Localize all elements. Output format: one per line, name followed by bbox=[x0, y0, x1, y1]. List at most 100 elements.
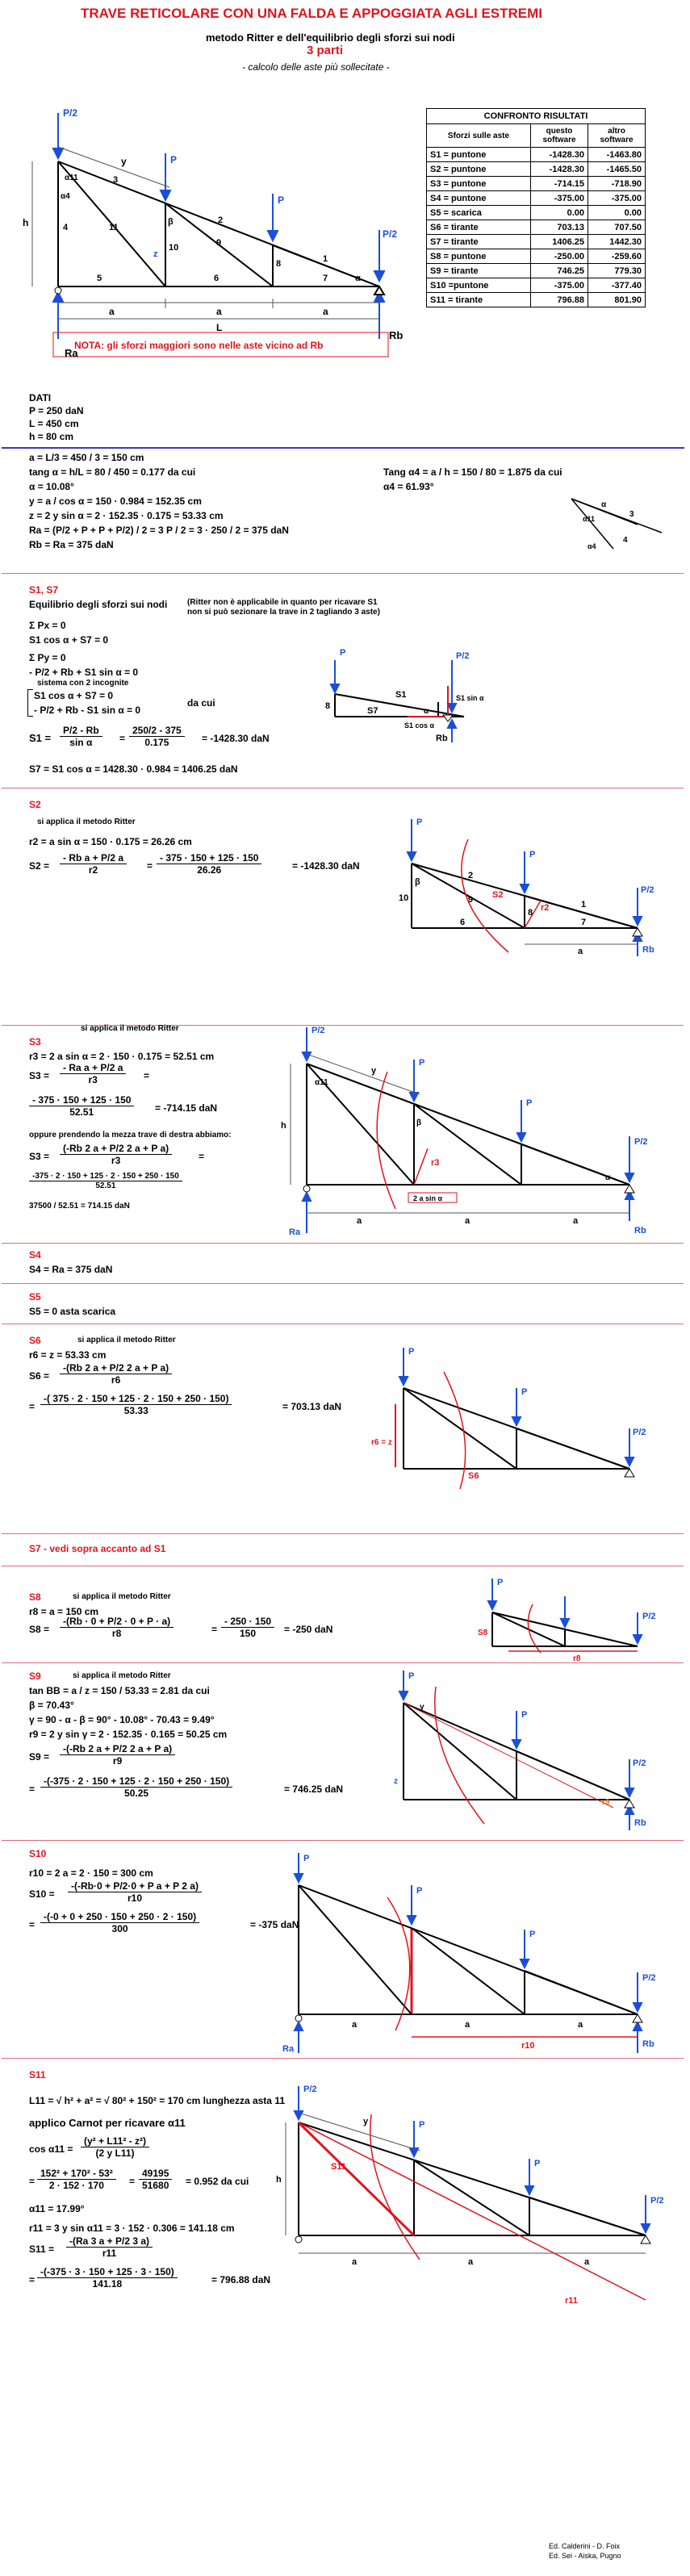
main-beta: β bbox=[168, 217, 174, 227]
geom-line-rb: Rb = Ra = 375 daN bbox=[29, 539, 114, 550]
s11-cos-eq: = bbox=[29, 2176, 36, 2187]
s10d-a-3: a bbox=[578, 2020, 583, 2030]
s11-diagram: P/2 P P P/2 S11 r11 y h a a a bbox=[276, 2085, 664, 2306]
s10-eq: = bbox=[29, 1919, 36, 1930]
s3d-alpha11: α11 bbox=[315, 1078, 328, 1087]
main-p2-left: P/2 bbox=[63, 107, 77, 119]
s1-sys1: S1 cos α + S7 = 0 bbox=[34, 690, 114, 701]
s3d-p-2: P bbox=[526, 1098, 532, 1108]
s6b-den: 53.33 bbox=[123, 1405, 148, 1416]
s11-cos2-den: 2 · 152 · 170 bbox=[48, 2180, 104, 2191]
geom-line-tang: tang α = h/L = 80 / 450 = 0.177 da cui bbox=[29, 466, 196, 478]
dati-h: h = 80 cm bbox=[29, 431, 74, 442]
s11-cos2-num: 152² + 170² - 53² bbox=[37, 2168, 116, 2180]
main-alpha11: α11 bbox=[65, 174, 78, 182]
comparison-row: S10 =puntone-375.00-377.40 bbox=[426, 278, 646, 293]
geom-tang-a4: Tang α4 = a / h = 150 / 80 = 1.875 da cu… bbox=[383, 466, 562, 478]
s10-lhs: S10 = bbox=[29, 1888, 55, 1900]
s1-intro: Equilibrio degli sforzi sui nodi bbox=[29, 599, 168, 610]
s9d-p-left: P bbox=[408, 1671, 414, 1681]
comparison-title: CONFRONTO RISULTATI bbox=[426, 108, 646, 124]
comparison-label: S9 = tirante bbox=[426, 263, 531, 278]
page-title: TRAVE RETICOLARE CON UNA FALDA E APPOGGI… bbox=[81, 6, 543, 21]
comparison-row: S2 = puntone-1428.30-1465.50 bbox=[426, 161, 646, 177]
s3c-num: -375 · 2 · 150 + 125 · 2 · 150 + 250 · 1… bbox=[29, 1172, 182, 1181]
s3d-p2-left: P/2 bbox=[312, 1026, 325, 1035]
s4-line: S4 = Ra = 375 daN bbox=[29, 1264, 113, 1275]
s3d-p2-right: P/2 bbox=[634, 1137, 648, 1147]
s6-lhs: S6 = bbox=[29, 1370, 50, 1382]
comparison-row: S3 = puntone-714.15-718.90 bbox=[426, 176, 646, 191]
member-10: 10 bbox=[169, 243, 178, 253]
s3c-den: 52.51 bbox=[95, 1181, 116, 1190]
main-alpha: α bbox=[355, 274, 361, 283]
s10d-r10: r10 bbox=[521, 2041, 535, 2051]
s8-r8: r8 = a = 150 cm bbox=[29, 1606, 99, 1617]
s10-den: r10 bbox=[127, 1892, 142, 1904]
s3d-r3: r3 bbox=[431, 1158, 439, 1168]
s1d-8: 8 bbox=[325, 701, 330, 711]
s3-eq1: = bbox=[144, 1070, 150, 1081]
main-rb: Rb bbox=[389, 329, 403, 341]
s5-heading: S5 bbox=[29, 1291, 41, 1303]
s9-lhs: S9 = bbox=[29, 1751, 50, 1763]
s9d-z: z bbox=[394, 1777, 398, 1786]
comparison-label: S2 = puntone bbox=[426, 161, 531, 177]
s10d-p2: P/2 bbox=[642, 1973, 656, 1983]
s11d-s11: S11 bbox=[331, 2162, 346, 2172]
s10-r10: r10 = 2 a = 2 · 150 = 300 cm bbox=[29, 1867, 153, 1879]
s11d-h: h bbox=[276, 2175, 282, 2185]
comparison-value-other: 801.90 bbox=[588, 292, 646, 307]
s9-tanbb: tan BB = a / z = 150 / 53.33 = 2.81 da c… bbox=[29, 1685, 210, 1696]
s2d-rb: Rb bbox=[642, 945, 654, 955]
s11-l11: L11 = √ h² + a² = √ 80² + 150² = 170 cm … bbox=[29, 2095, 285, 2106]
s11-cos-den: (2 y L11) bbox=[95, 2147, 135, 2159]
s2d-p2: P/2 bbox=[641, 885, 654, 895]
s2d-p-left: P bbox=[416, 818, 422, 827]
geom-line-y: y = a / cos α = 150 · 0.984 = 152.35 cm bbox=[29, 496, 202, 507]
s11-a11: α11 = 17.99° bbox=[29, 2203, 85, 2214]
comparison-row: S1 = puntone-1428.30-1463.80 bbox=[426, 147, 646, 162]
s11d-a-2: a bbox=[468, 2257, 474, 2267]
comparison-col3: altro software bbox=[588, 123, 646, 148]
s1-da-cui: da cui bbox=[187, 697, 215, 709]
s9-den: r9 bbox=[112, 1755, 123, 1767]
s3-oppure: oppure prendendo la mezza trave di destr… bbox=[29, 1131, 232, 1140]
comparison-value-this: 0.00 bbox=[530, 205, 588, 220]
s10d-a-1: a bbox=[352, 2020, 358, 2030]
s6-method: si applica il metodo Ritter bbox=[77, 1336, 176, 1344]
s3-diagram: P/2 P P P/2 y h a a a Ra Rb r3 2 a sin α… bbox=[281, 1026, 648, 1237]
s11-cos2-mid: = bbox=[129, 2176, 136, 2187]
s3d-a-1: a bbox=[357, 1216, 362, 1226]
main-z: z bbox=[153, 249, 158, 259]
s11-den: r11 bbox=[102, 2248, 117, 2259]
s9-method: si applica il metodo Ritter bbox=[73, 1671, 171, 1680]
comparison-col1: Sforzi sulle aste bbox=[426, 123, 531, 148]
s8d-r8: r8 bbox=[573, 1654, 581, 1663]
s9d-p2: P/2 bbox=[633, 1758, 646, 1768]
s2-num1: - Rb a + P/2 a bbox=[60, 852, 128, 864]
s2d-8: 8 bbox=[528, 908, 533, 918]
comparison-value-this: -1428.30 bbox=[530, 147, 588, 162]
s10b-den: 300 bbox=[111, 1923, 128, 1934]
detail-alpha: α bbox=[601, 500, 607, 509]
s6-eq: = bbox=[29, 1401, 36, 1412]
comparison-label: S8 = puntone bbox=[426, 249, 531, 264]
s3c-result: 37500 / 52.51 = 714.15 daN bbox=[29, 1202, 130, 1211]
s3-num1: - Ra a + P/2 a bbox=[60, 1062, 127, 1074]
comparison-value-this: 1406.25 bbox=[530, 234, 588, 249]
s1-den1: sin α bbox=[69, 737, 93, 748]
s8-eq: = bbox=[211, 1624, 218, 1635]
main-note: NOTA: gli sforzi maggiori sono nelle ast… bbox=[74, 340, 323, 351]
s10b-result: = -375 daN bbox=[250, 1919, 299, 1930]
comparison-value-other: 779.30 bbox=[588, 263, 646, 278]
s1-heading: S1, S7 bbox=[29, 584, 59, 596]
comparison-col2: questo software bbox=[530, 123, 588, 148]
comparison-value-other: -375.00 bbox=[588, 190, 646, 206]
s9-eq: = bbox=[29, 1784, 36, 1795]
s1-sum-py: Σ Py = 0 bbox=[29, 652, 66, 663]
s10d-p-1: P bbox=[416, 1886, 422, 1896]
s9-diagram: P P P/2 γ z r9 Rb bbox=[394, 1671, 646, 1830]
s2-r2: r2 = a sin α = 150 · 0.175 = 26.26 cm bbox=[29, 836, 192, 847]
main-a-3: a bbox=[323, 306, 328, 317]
